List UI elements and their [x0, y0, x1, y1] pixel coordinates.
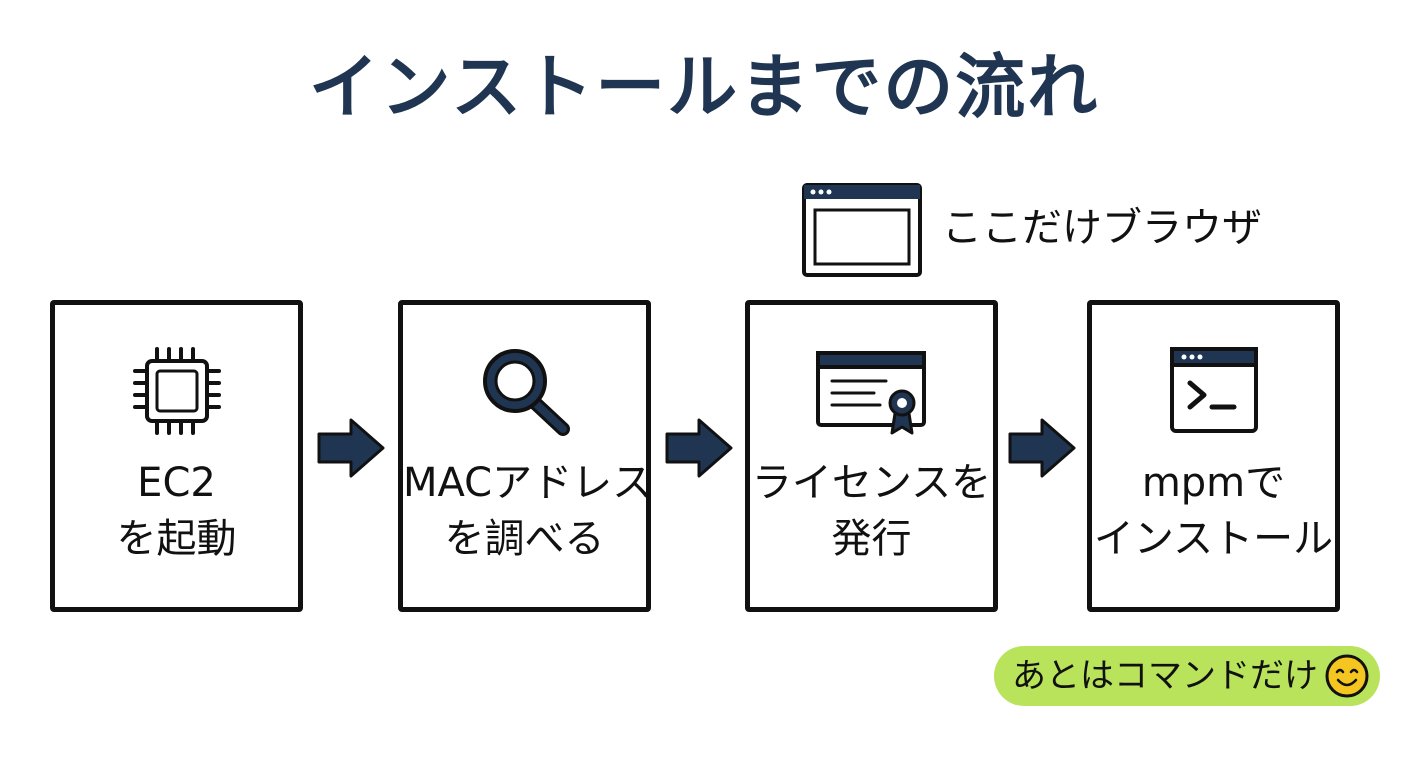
step-label-line: mpmで [1141, 460, 1286, 506]
browser-window-icon [801, 182, 923, 278]
smiley-face-icon [1324, 653, 1370, 699]
page-title: インストールまでの流れ [308, 46, 1100, 128]
step-label-line: を起動 [116, 516, 237, 562]
step-label: EC2 を起動 [55, 455, 298, 567]
step-label-line: MACアドレス [403, 460, 653, 506]
step-label: mpmで インストール [1092, 455, 1335, 567]
certificate-icon [814, 341, 930, 441]
step-box-install: mpmで インストール [1087, 300, 1340, 612]
browser-note-label: ここだけブラウザ [942, 205, 1262, 251]
step-box-mac-address: MACアドレス を調べる [398, 300, 653, 612]
step-label-line: 発行 [831, 516, 912, 562]
cpu-chip-icon [127, 341, 227, 441]
arrow-right-icon [663, 412, 735, 484]
arrow-right-icon [1006, 412, 1078, 484]
arrow-right-icon [315, 412, 387, 484]
step-label-line: インストール [1093, 516, 1334, 562]
step-label-line: を調べる [444, 516, 605, 562]
step-box-ec2: EC2 を起動 [50, 300, 303, 612]
step-label: ライセンスを 発行 [750, 455, 993, 567]
step-label-line: ライセンスを [751, 460, 992, 506]
terminal-icon [1164, 341, 1264, 441]
footer-badge-label: あとはコマンドだけ [1012, 656, 1318, 696]
step-label-line: EC2 [137, 460, 216, 506]
magnifying-glass-icon [475, 341, 575, 441]
step-label: MACアドレス を調べる [403, 455, 653, 567]
footer-badge: あとはコマンドだけ [994, 646, 1380, 706]
step-box-license: ライセンスを 発行 [745, 300, 998, 612]
